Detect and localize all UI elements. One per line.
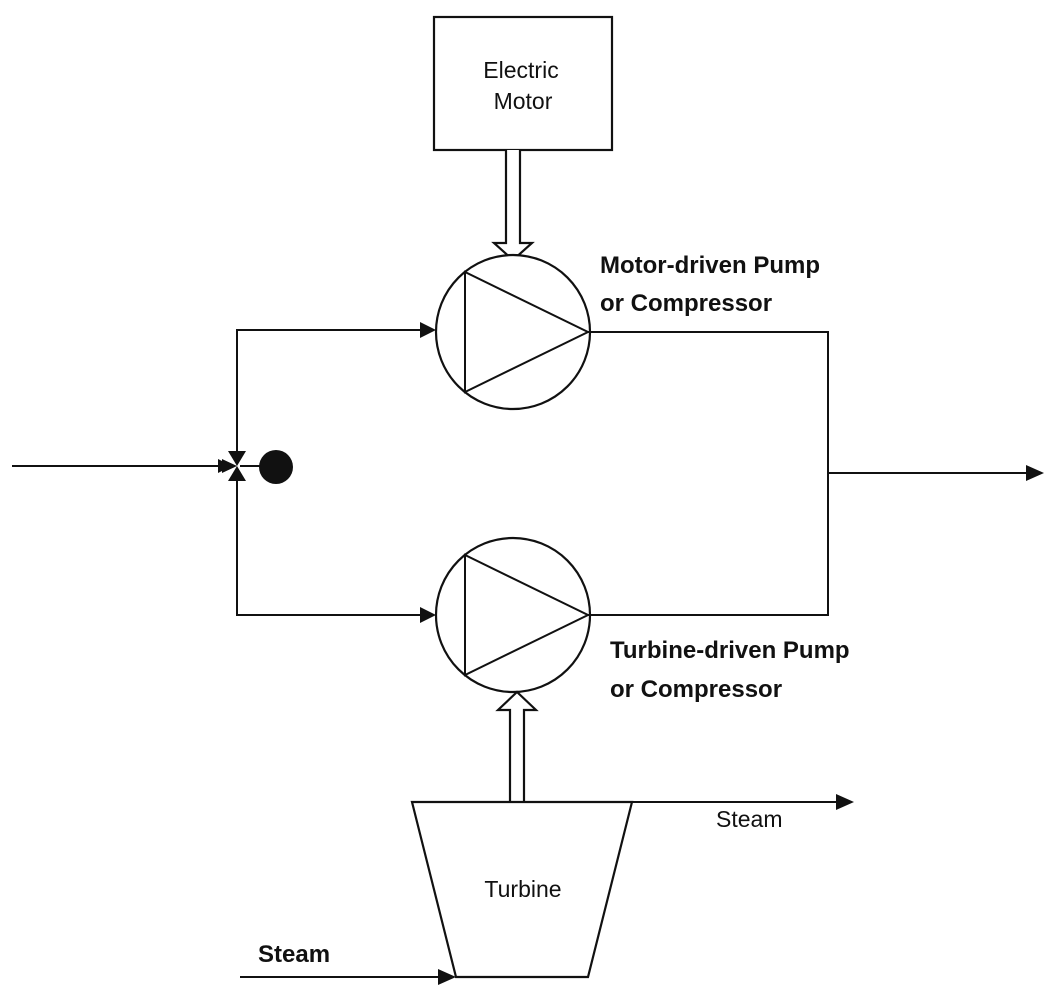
motor-pump-label-line1: Motor-driven Pump <box>600 252 820 279</box>
steam-inlet-arrowhead-icon <box>438 969 456 985</box>
turbine-shaft-arrow <box>495 690 539 802</box>
steam-exhaust-arrowhead-icon <box>836 794 854 810</box>
electric-motor-label-line1: Electric <box>483 57 558 83</box>
valve-left-wedge <box>222 459 237 473</box>
turbine-pump-triangle-icon <box>464 553 591 677</box>
suction-line-lower <box>236 481 436 623</box>
valve-lower-wedge <box>228 466 246 481</box>
discharge-header <box>588 331 829 616</box>
turbine-pump-label-line1: Turbine-driven Pump <box>610 637 850 664</box>
outlet-arrowhead-icon <box>1026 465 1044 481</box>
steam-exhaust-label: Steam <box>716 806 782 832</box>
inlet-line <box>12 459 232 473</box>
motor-pump-triangle-icon <box>464 270 591 394</box>
suction-line-upper <box>236 322 436 451</box>
turbine-pump-casing <box>434 536 592 694</box>
electric-motor-box <box>432 15 614 152</box>
electric-motor-label-line2: Motor <box>494 88 553 114</box>
turbine-body <box>410 800 634 979</box>
lower-suction-arrowhead-icon <box>420 607 436 623</box>
turbine-driven-pump <box>434 536 592 694</box>
upper-suction-arrowhead-icon <box>420 322 436 338</box>
three-way-valve <box>222 450 293 484</box>
motor-pump-label-line2: or Compressor <box>600 290 772 317</box>
steam-exhaust-line <box>632 794 854 810</box>
motor-driven-pump <box>434 253 592 411</box>
steam-inlet-label: Steam <box>258 941 330 968</box>
steam-inlet-line <box>240 969 456 985</box>
motor-shaft-arrow <box>491 150 535 262</box>
electric-motor: Electric Motor <box>432 15 614 152</box>
motor-pump-casing <box>434 253 592 411</box>
turbine: Turbine <box>410 800 634 979</box>
valve-upper-wedge <box>228 451 246 466</box>
discharge-lines <box>588 331 1044 616</box>
turbine-label: Turbine <box>484 876 561 902</box>
valve-actuator-icon <box>259 450 293 484</box>
turbine-pump-label-line2: or Compressor <box>610 676 782 703</box>
